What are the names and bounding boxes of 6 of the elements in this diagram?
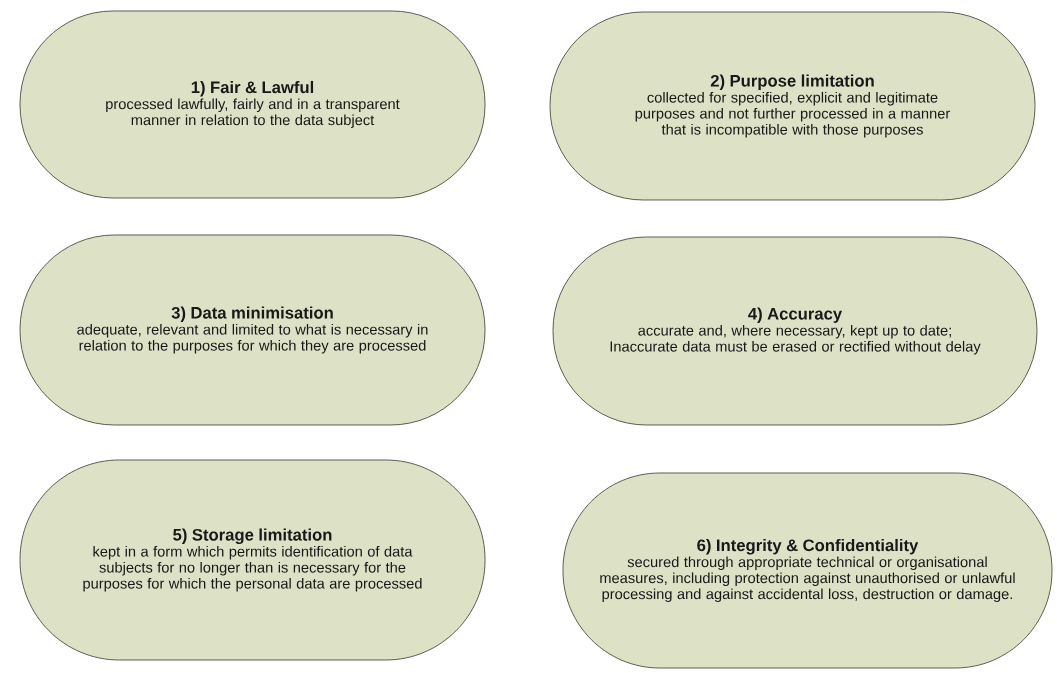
principle-box: 6) Integrity & Confidentiality secured through appropriate technical or organisational measures, including protection against unauthorised or unlawful processing and against accidental loss, destruction or damage. (562, 472, 1053, 669)
principle-box: 4) Accuracy accurate and, where necessary, kept up to date; Inaccurate data must be erased or rectified without delay (552, 236, 1038, 426)
principle-box: 3) Data minimisation adequate, relevant and limited to what is necessary in relation to the purposes for which they are processed (19, 234, 486, 426)
principle-box: 2) Purpose limitation collected for specified, explicit and legitimate purposes and not further processed in a manner that is incompatible with those purposes (549, 11, 1036, 201)
principle-box: 1) Fair & Lawful processed lawfully, fairly and in a transparent manner in relation to the data subject (19, 10, 486, 199)
principle-box: 5) Storage limitation kept in a form which permits identification of data subjects for no longer than is necessary for the purposes for which the personal data are processed (19, 459, 486, 661)
